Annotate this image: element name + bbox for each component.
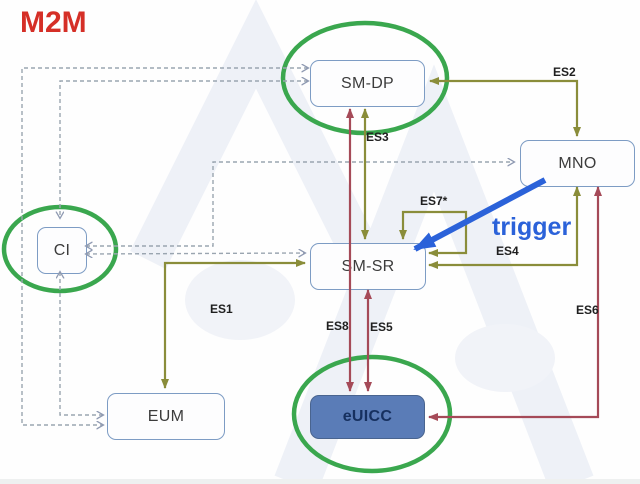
node-euicc-label: eUICC [342, 408, 393, 425]
es2-label: ES2 [553, 65, 576, 79]
node-eum-label: EUM [147, 407, 185, 425]
node-mno: MNO [520, 140, 635, 187]
es6-label: ES6 [576, 303, 599, 317]
es4-label: ES4 [496, 244, 519, 258]
node-sm-sr-label: SM-SR [341, 257, 395, 275]
es7-label: ES7* [420, 194, 448, 208]
dashed-link-ci-smsr [86, 253, 305, 254]
page-title: M2M [20, 6, 87, 39]
es5-label: ES5 [370, 320, 393, 334]
node-euicc: eUICC [310, 395, 425, 439]
watermark-blob [455, 324, 555, 392]
es3-label: ES3 [366, 130, 389, 144]
node-mno-label: MNO [558, 154, 597, 172]
node-sm-sr: SM-SR [310, 243, 426, 290]
es1-connector [161, 259, 306, 389]
dashed-link-ci-eum [60, 272, 103, 415]
node-eum: EUM [107, 393, 225, 440]
watermark-blob [185, 260, 295, 340]
bottom-edge-shade [0, 479, 640, 484]
es8-label: ES8 [326, 319, 349, 333]
node-ci: CI [37, 227, 87, 274]
node-sm-dp: SM-DP [310, 60, 425, 107]
es1-label: ES1 [210, 302, 233, 316]
node-ci-label: CI [53, 241, 71, 259]
trigger-annotation: trigger [492, 213, 572, 241]
node-sm-dp-label: SM-DP [340, 74, 395, 92]
es2-connector [429, 77, 581, 137]
dashed-link-smdp-ci [60, 81, 308, 218]
dashed-link-ci-mno [86, 162, 514, 246]
